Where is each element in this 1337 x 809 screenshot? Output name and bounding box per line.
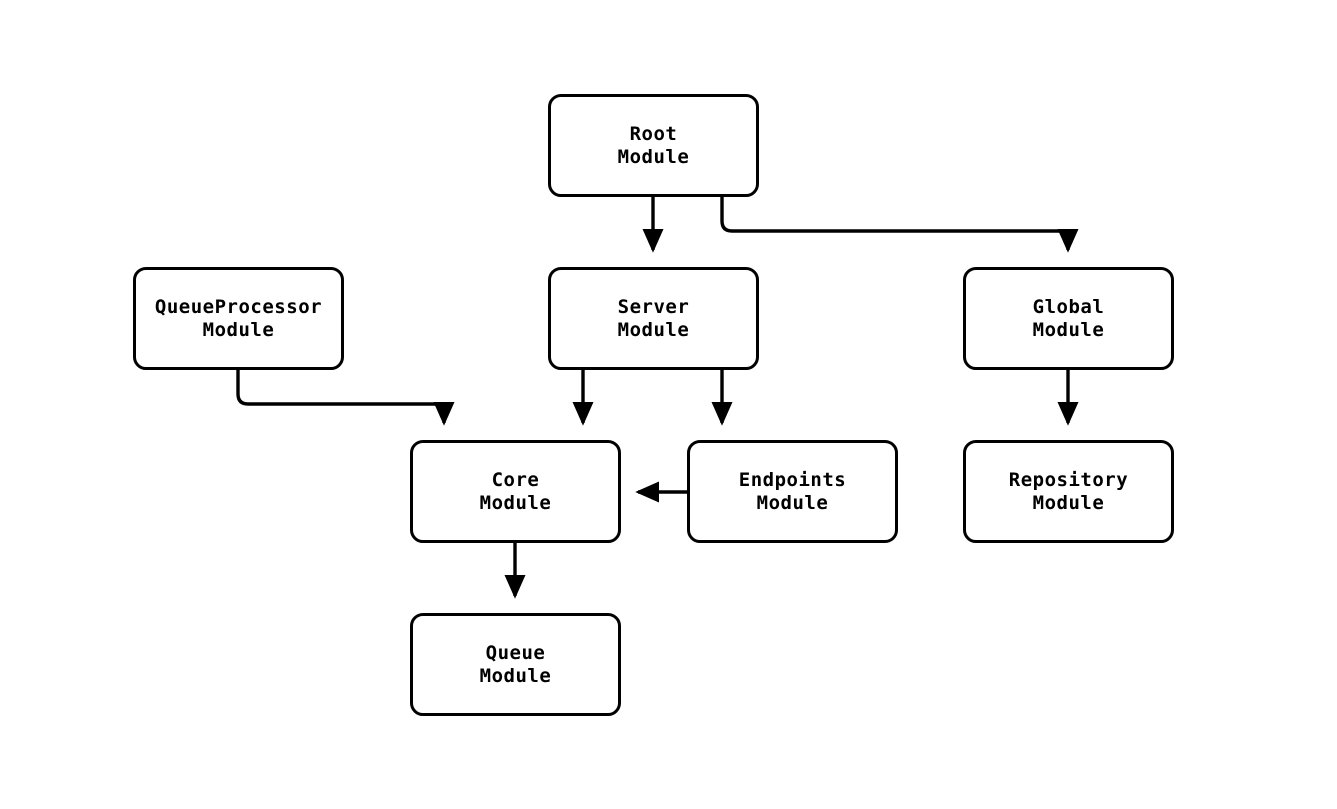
edge-queueprocessor-to-core xyxy=(236,370,455,426)
core-module-label-line2: Module xyxy=(479,491,552,514)
repository-module-label-line1: Repository xyxy=(1008,468,1129,491)
global-module-label-line1: Global xyxy=(1032,295,1105,318)
endpoints-module-node[interactable]: Endpoints Module xyxy=(687,440,898,543)
repository-module-node[interactable]: Repository Module xyxy=(963,440,1174,543)
queue-module-label-line1: Queue xyxy=(485,641,546,664)
queue-module-label-line2: Module xyxy=(479,664,552,687)
server-module-label-line1: Server xyxy=(617,295,690,318)
endpoints-module-label-line1: Endpoints xyxy=(738,468,847,491)
queueprocessor-module-node[interactable]: QueueProcessor Module xyxy=(133,267,344,370)
edge-root-to-global xyxy=(720,197,1079,253)
server-module-label-line2: Module xyxy=(617,318,690,341)
core-module-node[interactable]: Core Module xyxy=(410,440,621,543)
repository-module-label-line2: Module xyxy=(1032,491,1105,514)
queue-module-node[interactable]: Queue Module xyxy=(410,613,621,716)
queueprocessor-module-label-line1: QueueProcessor xyxy=(154,295,323,318)
global-module-node[interactable]: Global Module xyxy=(963,267,1174,370)
server-module-node[interactable]: Server Module xyxy=(548,267,759,370)
root-module-label-line2: Module xyxy=(617,145,690,168)
core-module-label-line1: Core xyxy=(491,468,540,491)
endpoints-module-label-line2: Module xyxy=(756,491,829,514)
global-module-label-line2: Module xyxy=(1032,318,1105,341)
root-module-label-line1: Root xyxy=(629,122,678,145)
queueprocessor-module-label-line2: Module xyxy=(202,318,275,341)
root-module-node[interactable]: Root Module xyxy=(548,94,759,197)
